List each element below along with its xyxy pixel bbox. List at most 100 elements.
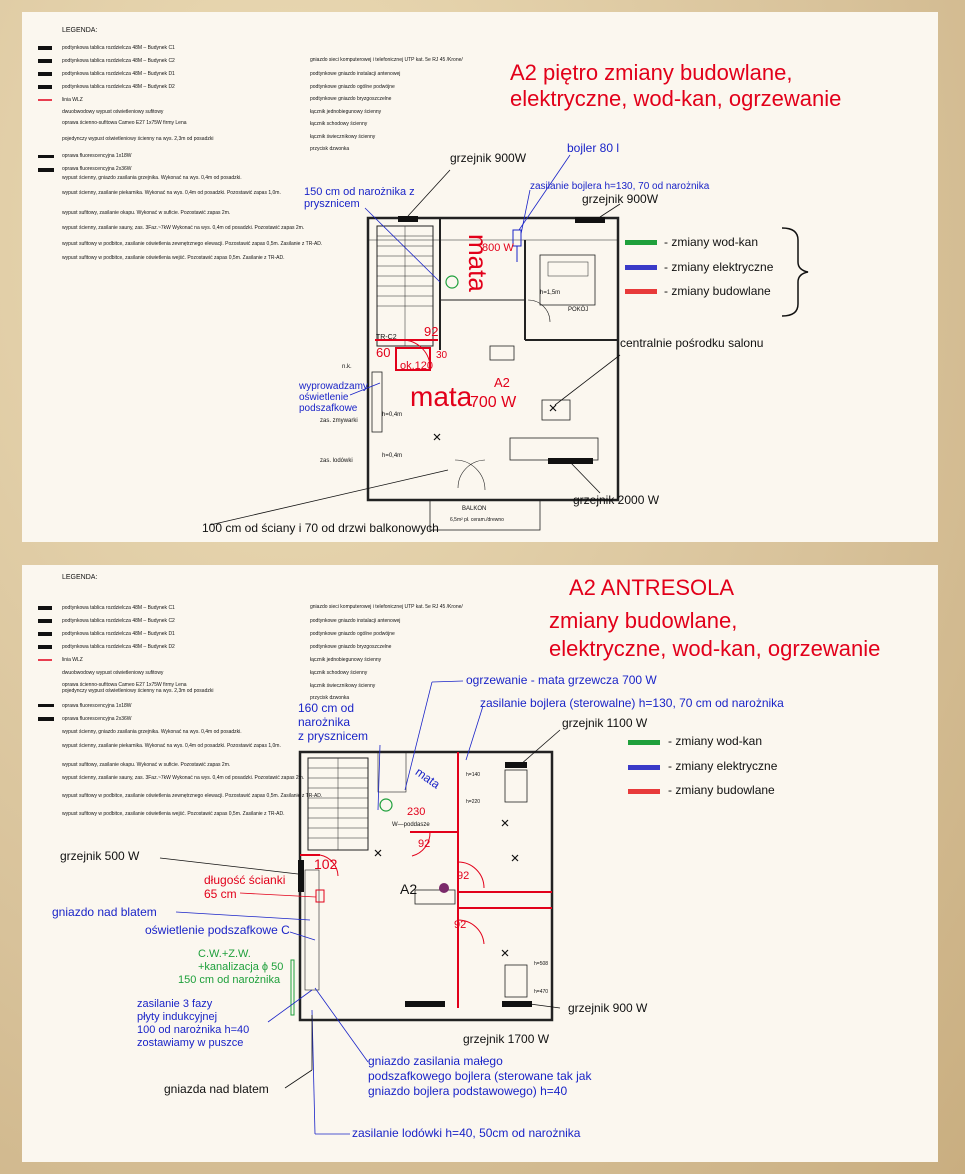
label-92-c: 92: [454, 919, 467, 931]
label-grzejnik-2000w: grzejnik 2000 W: [573, 493, 660, 507]
label-centralnie: centralnie pośrodku salonu: [620, 336, 764, 350]
label-balkon-sub: 6,5m² pł. ceram./drewno: [450, 517, 504, 523]
label-700w: 700 W: [470, 394, 517, 411]
legend-item: wypust ścienny, zasilanie sauny, zas. 3F…: [62, 225, 305, 231]
label-h04b: h=0,4m: [382, 453, 403, 459]
label-a2-top: A2: [494, 375, 510, 390]
legend-heading-bottom: LEGENDA:: [62, 574, 98, 581]
legend-item: wypust ścienny, gniazdo zasilania grzejn…: [62, 729, 242, 735]
bottom-red-walls: [300, 752, 552, 1008]
swatch-wodkan: [628, 740, 660, 745]
label-grzejnik-900w-b: grzejnik 900W: [582, 192, 659, 206]
color-legend-label: - zmiany budowlane: [664, 284, 771, 298]
legend-item: oprawa fluorescencyjna 2x36W: [62, 166, 132, 172]
legend-item: podtynkowe gniazdo instalacji antenowej: [310, 71, 401, 77]
legend-item: łącznik świecznikowy ścienny: [310, 134, 376, 140]
label-h15: h=1,5m: [540, 290, 561, 296]
label-h508: h=508: [534, 961, 549, 967]
label-gniazdo-nad-blatem: gniazdo nad blatem: [52, 905, 157, 919]
top-outer-wall: [366, 216, 620, 502]
legend-item: oprawa fluorescencyjna 1x18W: [62, 703, 132, 709]
label-male-bojler-2: podszafkowego bojlera (sterowane tak jak: [368, 1069, 592, 1083]
legend-heading-top: LEGENDA:: [62, 27, 98, 34]
color-legend-label: - zmiany wod-kan: [668, 734, 763, 748]
legend-item: łącznik jednobiegunowy ścienny: [310, 657, 382, 663]
label-grzejnik-500w: grzejnik 500 W: [60, 849, 140, 863]
label-zasilanie-bojlera-top: zasilanie bojlera h=130, 70 od narożnika: [530, 181, 710, 192]
bottom-title-line2: zmiany budowlane,: [549, 608, 738, 633]
bottom-sheet: [22, 565, 938, 1162]
swatch-wodkan: [625, 240, 657, 245]
label-dlugosc-1: długość ścianki: [204, 873, 286, 887]
label-zas-lodowki-top: zas. lodówki: [320, 458, 353, 464]
legend-item: wypust sufitowy, zasilanie okapu. Wykona…: [62, 762, 231, 768]
top-leader-lines: [209, 169, 621, 526]
legend-item: wypust ścienny, zasilanie piekarnika. Wy…: [62, 190, 281, 196]
swatch-budowlane: [625, 289, 657, 294]
label-grzejnik-900w-bottom: grzejnik 900 W: [568, 1001, 648, 1015]
label-102: 102: [314, 856, 338, 872]
legend-brace: [781, 227, 809, 317]
label-w-poddasze: W—poddasze: [392, 822, 430, 828]
legend-item: podtynkowe gniazdo bryzgoszczelne: [310, 644, 392, 650]
label-wyprowadzamy-3: podszafkowe: [299, 403, 358, 414]
label-92-b: 92: [457, 870, 470, 882]
legend-item: podtynkowa tablica rozdzielcza 48M – Bud…: [62, 58, 175, 64]
label-zas-zmywarki: zas. zmywarki: [320, 418, 358, 424]
label-wyprowadzamy-1: wyprowadzamy: [299, 381, 368, 392]
legend-item: wypust ścienny, zasilanie piekarnika. Wy…: [62, 743, 281, 749]
legend-item: podtynkowa tablica rozdzielcza 48M – Bud…: [62, 605, 175, 611]
label-zasilanie-bojlera-bottom: zasilanie bojlera (sterowalne) h=130, 70…: [480, 696, 784, 710]
label-ogrzewanie: ogrzewanie - mata grzewcza 700 W: [466, 673, 657, 687]
label-dlugosc-2: 65 cm: [204, 887, 237, 901]
legend-item: łącznik schodowy ścienny: [310, 121, 368, 127]
bottom-title-line1: A2 ANTRESOLA: [569, 575, 735, 600]
label-30: 30: [436, 350, 448, 361]
label-h04a: h=0,4m: [382, 412, 403, 418]
label-zas3f-3: 100 od narożnika h=40: [137, 1024, 250, 1036]
label-gniazda-nad-blatem: gniazda nad blatem: [164, 1082, 269, 1096]
bottom-radiators: [298, 762, 532, 1007]
bottom-blue-leaders: [175, 680, 484, 1135]
label-ok120: ok.120: [400, 360, 434, 372]
legend-item: podtynkowa tablica rozdzielcza 48M – Bud…: [62, 618, 175, 624]
legend-item: łącznik schodowy ścienny: [310, 670, 368, 676]
color-legend-label: - zmiany budowlane: [668, 783, 775, 797]
legend-item: wypust ścienny, zasilanie sauny, zas. 3F…: [62, 775, 305, 781]
legend-item: podtynkowe gniazdo instalacji antenowej: [310, 618, 401, 624]
label-grzejnik-900w-a: grzejnik 900W: [450, 151, 527, 165]
legend-item: wypust sufitowy, zasilanie okapu. Wykona…: [62, 210, 231, 216]
label-grzejnik-1700w: grzejnik 1700 W: [463, 1032, 550, 1046]
label-a2-bottom: A2: [400, 881, 418, 897]
top-radiators: [398, 216, 605, 464]
legend-item: wypust sufitowy w podbitce, zasilanie oś…: [62, 793, 323, 799]
legend-item: oprawa fluorescencyjna 2x36W: [62, 716, 132, 722]
color-legend-label: - zmiany elektryczne: [668, 759, 778, 773]
legend-item: dwuobwodowy wypust oświetleniowy sufitow…: [62, 670, 164, 676]
top-title-line1: A2 piętro zmiany budowlane,: [510, 60, 793, 85]
label-150cm-line2: prysznicem: [304, 198, 360, 210]
legend-item: podtynkowa tablica rozdzielcza 48M – Bud…: [62, 45, 175, 51]
label-cwzw-1: C.W.+Z.W.: [198, 948, 251, 960]
label-cwzw-2: +kanalizacja ϕ 50: [198, 961, 284, 973]
label-92-a: 92: [418, 838, 431, 850]
legend-item: podtynkowe gniazdo ogólne podwójne: [310, 631, 395, 637]
label-male-bojler-3: gniazdo bojlera podstawowego) h=40: [368, 1084, 568, 1098]
label-h220: h=220: [466, 799, 481, 805]
legend-item: wypust sufitowy w podbitce, zasilanie oś…: [62, 811, 285, 817]
legend-item: wypust ścienny, gniazdo zasilania grzejn…: [62, 175, 242, 181]
label-800w: 800 W: [482, 242, 514, 254]
label-balkon: BALKON: [462, 506, 487, 512]
legend-item: łącznik jednobiegunowy ścienny: [310, 109, 382, 115]
legend-item: dwuobwodowy wypust oświetleniowy sufitow…: [62, 109, 164, 115]
label-pokoj: POKÓJ: [568, 307, 589, 313]
label-150cm-line1: 150 cm od narożnika z: [304, 186, 415, 198]
legend-item: podtynkowe gniazdo ogólne podwójne: [310, 84, 395, 90]
legend-item: oprawa ścienno-sufitowa Cameo E27 1x75W …: [62, 682, 187, 688]
swatch-elektryczne: [625, 265, 657, 270]
legend-item: przycisk dzwonka: [310, 695, 350, 701]
legend-item: przycisk dzwonka: [310, 146, 350, 152]
legend-item: pojedynczy wypust oświetleniowy ścienny …: [62, 136, 214, 142]
bottom-title-line3: elektryczne, wod-kan, ogrzewanie: [549, 636, 881, 661]
